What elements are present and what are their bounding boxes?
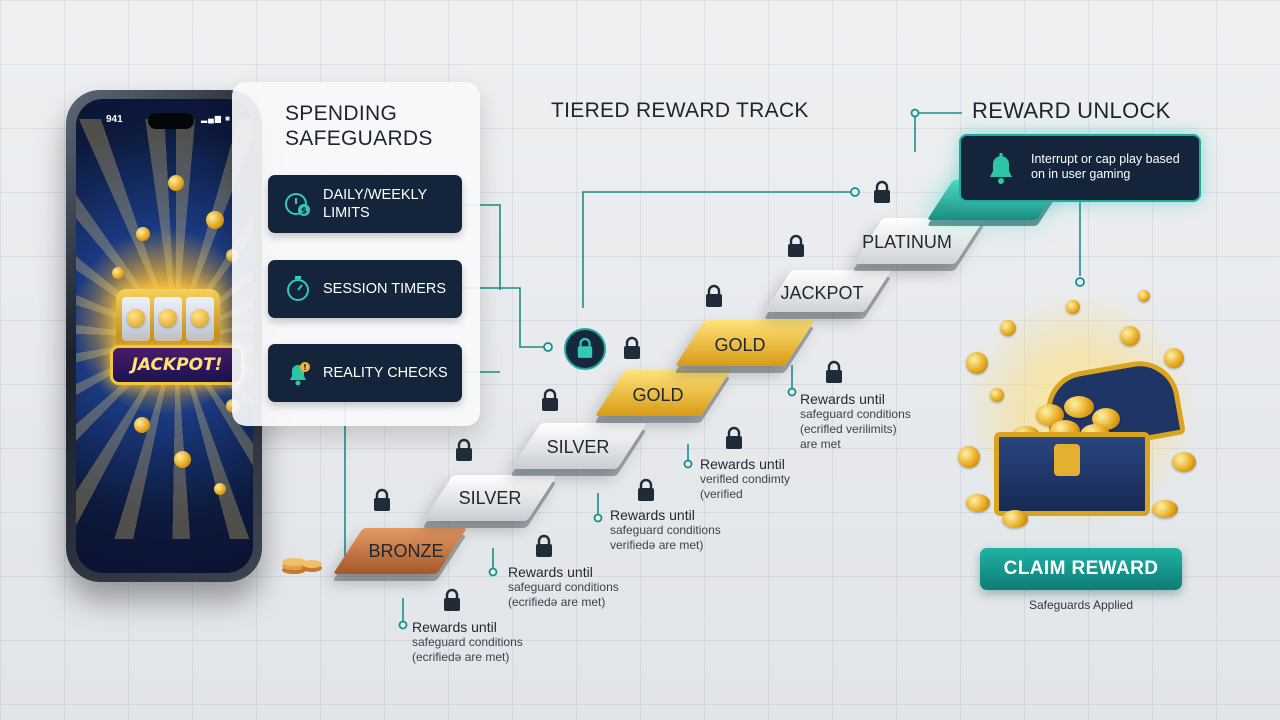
safeguards-title: SPENDING SAFEGUARDS bbox=[285, 102, 433, 150]
note-head: Rewards until bbox=[800, 391, 885, 407]
note-line: (ecrifiedə are met) bbox=[508, 595, 606, 609]
slot-reel bbox=[154, 297, 182, 341]
tier-label: BRONZE bbox=[368, 541, 444, 561]
safeguard-label: SESSION TIMERS bbox=[323, 281, 447, 297]
lock-icon bbox=[726, 426, 742, 449]
chest-lock-icon bbox=[1054, 444, 1080, 476]
safeguard-daily-weekly-limits: $ DAILY/WEEKLY LIMITS bbox=[268, 175, 462, 233]
coin-icon bbox=[966, 352, 988, 374]
coin-icon bbox=[159, 309, 177, 327]
note-head: Rewards until bbox=[508, 564, 593, 580]
note-line: (ecrifled verilimits) bbox=[800, 422, 897, 436]
coin-icon bbox=[1164, 348, 1184, 368]
note-head: Rewards until bbox=[700, 456, 785, 472]
phone-mockup: 941 ▂▄▆ ■ JACKPOT! bbox=[66, 90, 262, 582]
lock-icon bbox=[706, 284, 722, 307]
unlock-title: REWARD UNLOCK bbox=[972, 98, 1171, 123]
tier-note: Rewards until safeguard conditions verif… bbox=[610, 508, 721, 553]
safeguard-session-timers: SESSION TIMERS bbox=[268, 260, 462, 318]
coin-icon bbox=[1002, 510, 1028, 528]
timer-coin-icon: $ bbox=[285, 193, 310, 217]
coin-icon bbox=[127, 309, 145, 327]
safeguard-reality-checks: ! REALITY CHECKS bbox=[268, 344, 462, 402]
note-head: Rewards until bbox=[610, 507, 695, 523]
status-time: 941 bbox=[106, 114, 123, 125]
tier-label: GOLD bbox=[632, 385, 684, 405]
connector-lock-badge bbox=[564, 328, 606, 370]
note-line: (ecrifiedə are met) bbox=[412, 650, 510, 664]
coin-icon bbox=[191, 309, 209, 327]
lock-icon bbox=[624, 336, 640, 359]
svg-text:!: ! bbox=[303, 363, 307, 372]
coin-icon bbox=[136, 227, 150, 241]
coin-icon bbox=[206, 211, 224, 229]
coin-icon bbox=[112, 267, 124, 279]
coin-stack-icon bbox=[282, 558, 322, 574]
lock-icon bbox=[826, 360, 842, 383]
coin-icon bbox=[1172, 452, 1196, 472]
coin-icon bbox=[1000, 320, 1016, 336]
note-line: verifled condimty bbox=[700, 472, 791, 486]
tier-label: PLATINUM bbox=[862, 232, 952, 252]
lock-icon bbox=[444, 588, 460, 611]
phone-notch bbox=[148, 113, 194, 129]
claim-subtitle: Safeguards Applied bbox=[1028, 598, 1134, 612]
svg-text:$: $ bbox=[301, 207, 307, 217]
tier-label: JACKPOT bbox=[780, 283, 864, 303]
note-head: Rewards until bbox=[412, 619, 497, 635]
bell-alert-icon: ! bbox=[290, 362, 310, 386]
alert-text: Interrupt or cap play based on in user g… bbox=[1031, 152, 1180, 181]
jackpot-banner: JACKPOT! bbox=[110, 345, 244, 385]
coin-icon bbox=[1120, 326, 1140, 346]
coin-icon bbox=[958, 446, 980, 468]
tier-note: Rewards until safeguard conditions (ecri… bbox=[508, 565, 619, 610]
track-title: TIERED REWARD TRACK bbox=[551, 99, 809, 122]
lock-icon bbox=[788, 234, 804, 257]
slot-machine-icon bbox=[116, 289, 220, 349]
coin-icon bbox=[174, 451, 191, 468]
lock-icon bbox=[577, 337, 593, 358]
tier-note: Rewards until safeguard conditions (ecri… bbox=[800, 392, 911, 452]
status-icons: ▂▄▆ ■ bbox=[200, 114, 231, 123]
tier-note: Rewards until verifled condimty (verifie… bbox=[700, 457, 790, 502]
lock-icon bbox=[374, 488, 390, 511]
coin-icon bbox=[1138, 290, 1150, 302]
note-line: safeguard conditions bbox=[800, 407, 911, 421]
coin-icon bbox=[990, 388, 1004, 402]
note-line: safeguard conditions bbox=[610, 523, 721, 537]
lock-icon bbox=[536, 534, 552, 557]
safeguard-label: DAILY/WEEKLY LIMITS bbox=[323, 187, 427, 221]
note-line: (verified bbox=[700, 487, 743, 501]
tier-note: Rewards until safeguard conditions (ecri… bbox=[412, 620, 523, 665]
slot-reel bbox=[186, 297, 214, 341]
safeguard-label: REALITY CHECKS bbox=[323, 365, 448, 381]
phone-screen: 941 ▂▄▆ ■ JACKPOT! bbox=[76, 99, 253, 573]
interrupt-alert-card: Interrupt or cap play based on in user g… bbox=[959, 134, 1201, 202]
coin-icon bbox=[214, 483, 226, 495]
slot-reel bbox=[122, 297, 150, 341]
note-line: verifiedə are met) bbox=[610, 538, 704, 552]
coin-icon bbox=[134, 417, 150, 433]
bell-icon bbox=[990, 153, 1012, 184]
coin-icon bbox=[1152, 500, 1178, 518]
tier-label: GOLD bbox=[714, 335, 766, 355]
coin-icon bbox=[966, 494, 990, 512]
claim-reward-button[interactable]: CLAIM REWARD bbox=[980, 548, 1182, 590]
note-line: are met bbox=[800, 437, 841, 451]
tier-label: SILVER bbox=[546, 437, 610, 457]
coin-icon bbox=[168, 175, 184, 191]
treasure-chest-icon bbox=[994, 432, 1150, 516]
lock-icon bbox=[638, 478, 654, 501]
coin-icon bbox=[1064, 396, 1094, 418]
lock-icon bbox=[874, 180, 890, 203]
note-line: safeguard conditions bbox=[508, 580, 619, 594]
stopwatch-icon bbox=[287, 276, 309, 301]
lock-icon bbox=[456, 438, 472, 461]
note-line: safeguard conditions bbox=[412, 635, 523, 649]
coin-icon bbox=[1066, 300, 1080, 314]
tier-label: SILVER bbox=[458, 488, 522, 508]
lock-icon bbox=[542, 388, 558, 411]
